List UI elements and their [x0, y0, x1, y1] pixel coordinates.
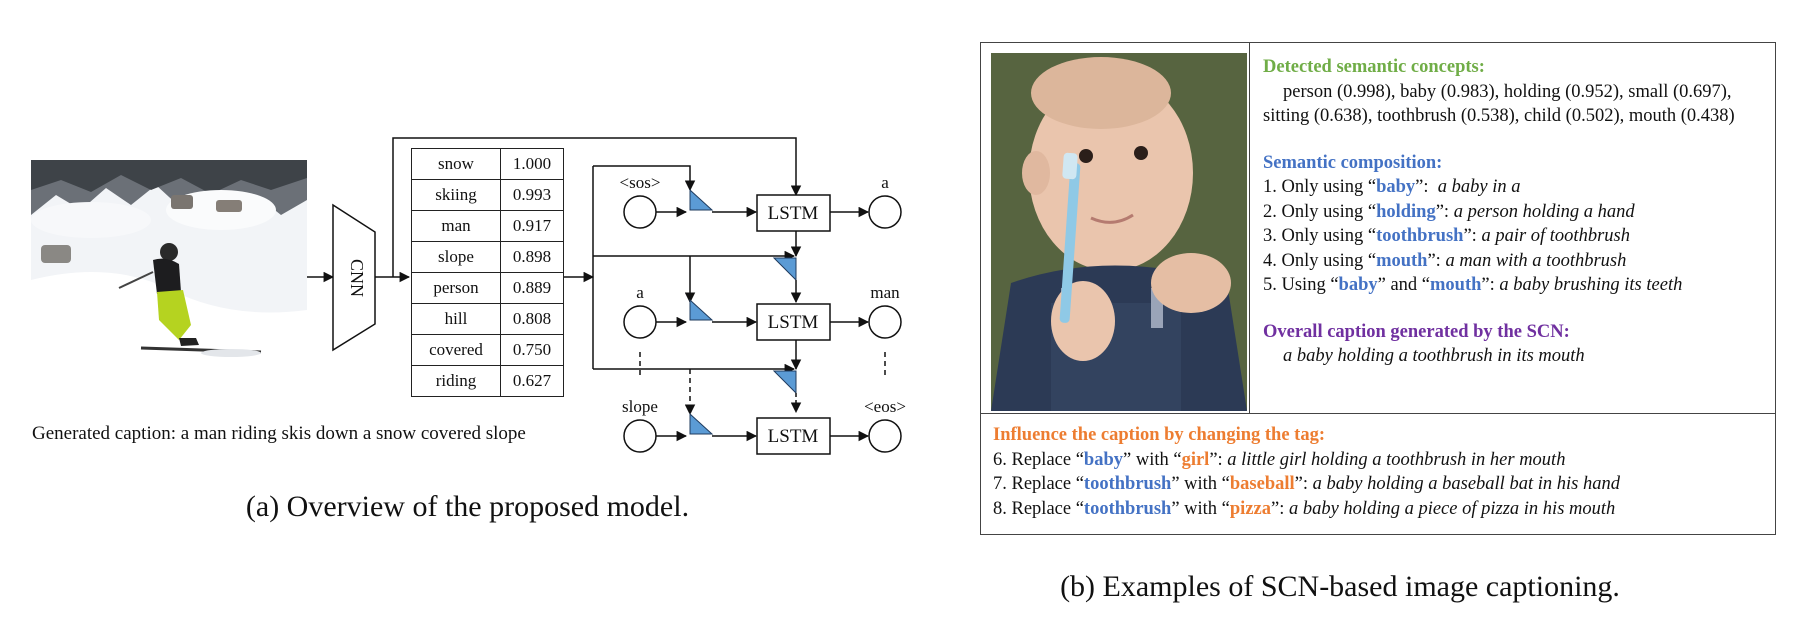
gate-3 [690, 414, 712, 434]
composition-item: 2. Only using “holding”: a person holdin… [1263, 200, 1768, 225]
figure-a-overview: Generated caption: a man riding skis dow… [0, 0, 960, 634]
detected-heading: Detected semantic concepts: [1263, 55, 1768, 80]
input-label-2: a [636, 283, 644, 302]
output-node-3 [869, 420, 901, 452]
input-label-1: <sos> [620, 173, 661, 192]
input-node-2 [624, 306, 656, 338]
caption-a: (a) Overview of the proposed model. [0, 490, 935, 524]
tag-word: hill [412, 304, 501, 335]
overall-caption: a baby holding a toothbrush in its mouth [1263, 344, 1768, 369]
panel-divider-horizontal [981, 413, 1775, 414]
tag-word: snow [412, 149, 501, 180]
tag-score: 0.993 [501, 180, 564, 211]
output-node-1 [869, 196, 901, 228]
influence-item: 6. Replace “baby” with “girl”: a little … [993, 448, 1773, 473]
panel-b-text: Detected semantic concepts: person (0.99… [1263, 55, 1768, 369]
gate-2 [690, 300, 712, 320]
tag-score: 0.627 [501, 366, 564, 397]
lstm-label-2: LSTM [768, 312, 819, 333]
input-node-3 [624, 420, 656, 452]
influence-heading: Influence the caption by changing the ta… [993, 423, 1773, 448]
tag-score: 0.898 [501, 242, 564, 273]
tag-word: riding [412, 366, 501, 397]
caption-b: (b) Examples of SCN-based image captioni… [980, 570, 1700, 604]
tag-word: skiing [412, 180, 501, 211]
gate-h2 [774, 371, 796, 393]
influence-section: Influence the caption by changing the ta… [993, 423, 1773, 521]
composition-item: 4. Only using “mouth”: a man with a toot… [1263, 249, 1768, 274]
lstm-label-1: LSTM [768, 203, 819, 224]
detected-concepts: person (0.998), baby (0.983), holding (0… [1263, 80, 1768, 129]
composition-heading: Semantic composition: [1263, 151, 1768, 176]
output-label-1: a [881, 173, 889, 192]
composition-item-5: 5. Using “baby” and “mouth”: a baby brus… [1263, 273, 1768, 298]
lstm-label-3: LSTM [768, 426, 819, 447]
input-label-3: slope [622, 397, 658, 416]
gate-h1 [774, 258, 796, 280]
gate-1 [690, 190, 712, 210]
tag-word: man [412, 211, 501, 242]
influence-item: 8. Replace “toothbrush” with “pizza”: a … [993, 497, 1773, 522]
panel-divider-vertical [1249, 43, 1250, 413]
tag-score: 0.750 [501, 335, 564, 366]
cnn-label: CNN [347, 259, 367, 297]
tag-score: 0.889 [501, 273, 564, 304]
influence-item: 7. Replace “toothbrush” with “baseball”:… [993, 472, 1773, 497]
figure-b-panel: Detected semantic concepts: person (0.99… [980, 42, 1776, 535]
tag-score: 0.808 [501, 304, 564, 335]
tag-word: person [412, 273, 501, 304]
overall-heading: Overall caption generated by the SCN: [1263, 320, 1768, 345]
input-node-1 [624, 196, 656, 228]
tag-word: covered [412, 335, 501, 366]
influence-list: 6. Replace “baby” with “girl”: a little … [993, 448, 1773, 522]
tag-score: 1.000 [501, 149, 564, 180]
output-label-2: man [870, 283, 900, 302]
tag-score: 0.917 [501, 211, 564, 242]
baby-photo [991, 53, 1247, 411]
composition-item: 1. Only using “baby”: a baby in a [1263, 175, 1768, 200]
output-node-2 [869, 306, 901, 338]
tag-word: slope [412, 242, 501, 273]
output-label-3: <eos> [864, 397, 906, 416]
composition-item: 3. Only using “toothbrush”: a pair of to… [1263, 224, 1768, 249]
